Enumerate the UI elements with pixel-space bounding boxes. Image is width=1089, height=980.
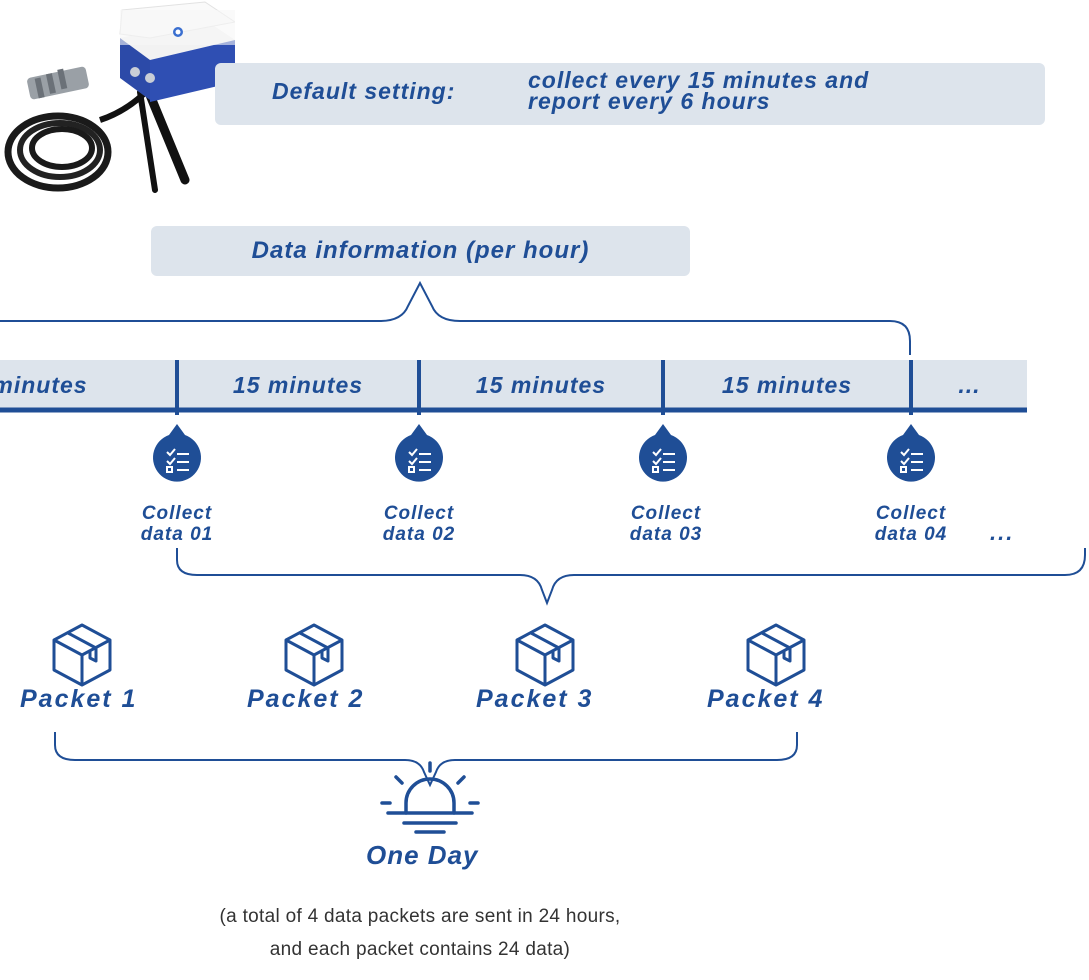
collect-data-label: Collect data 03 xyxy=(596,503,736,545)
default-setting-panel xyxy=(215,63,1045,125)
checklist-icon xyxy=(153,424,201,482)
collect-data-label: Collect data 01 xyxy=(107,503,247,545)
one-day-label: One Day xyxy=(366,840,479,870)
collect-label-line2: data 01 xyxy=(140,524,214,545)
data-information-label: Data information (per hour) xyxy=(251,237,590,264)
timeline-segment-label: 15 minutes xyxy=(721,372,853,398)
collect-data-label: Collect data 02 xyxy=(349,503,489,545)
collect-label-line1: Collect xyxy=(141,503,213,524)
package-icon xyxy=(746,623,806,687)
summary-note: (a total of 4 data packets are sent in 2… xyxy=(130,900,710,966)
hour-bracket xyxy=(0,280,911,355)
timeline-segment-label: 15 minutes xyxy=(475,372,607,398)
data-information-panel xyxy=(151,226,690,276)
collect-label-line1: Collect xyxy=(875,503,947,524)
collect-label-line2: data 03 xyxy=(629,524,703,545)
checklist-icon xyxy=(887,424,935,482)
packet-label: Packet 2 xyxy=(247,685,365,713)
collect-label-line1: Collect xyxy=(630,503,702,524)
default-setting-value-line1: collect every 15 minutes and xyxy=(528,67,870,93)
packet-label: Packet 4 xyxy=(707,685,825,713)
collect-more-ellipsis: ... xyxy=(990,520,1015,545)
packet-label: Packet 1 xyxy=(20,685,138,713)
day-bracket xyxy=(54,732,798,788)
package-icon xyxy=(52,623,112,687)
timeline-segment-label: 15 minutes xyxy=(232,372,364,398)
summary-note-line2: and each packet contains 24 data) xyxy=(269,939,571,960)
sensor-device-image xyxy=(4,1,235,193)
report-bracket xyxy=(176,548,1086,606)
sunrise-icon xyxy=(380,761,480,834)
default-setting-value-line2: report every 6 hours xyxy=(528,88,771,114)
timeline-axis xyxy=(0,360,1027,415)
timeline-segment-label: minutes xyxy=(0,372,88,398)
packet-label: Packet 3 xyxy=(476,685,594,713)
collect-label-line2: data 04 xyxy=(874,524,948,545)
collect-label-line2: data 02 xyxy=(382,524,456,545)
timeline-band xyxy=(0,360,1027,408)
timeline-segment-label: ... xyxy=(958,372,981,398)
default-setting-value: collect every 15 minutes and report ever… xyxy=(528,67,870,114)
summary-note-line1: (a total of 4 data packets are sent in 2… xyxy=(219,906,621,927)
default-setting-label: Default setting: xyxy=(272,78,456,104)
collect-label-line1: Collect xyxy=(383,503,455,524)
package-icon xyxy=(515,623,575,687)
collect-data-label: Collect data 04 xyxy=(841,503,981,545)
checklist-icon xyxy=(639,424,687,482)
checklist-icon xyxy=(395,424,443,482)
package-icon xyxy=(284,623,344,687)
